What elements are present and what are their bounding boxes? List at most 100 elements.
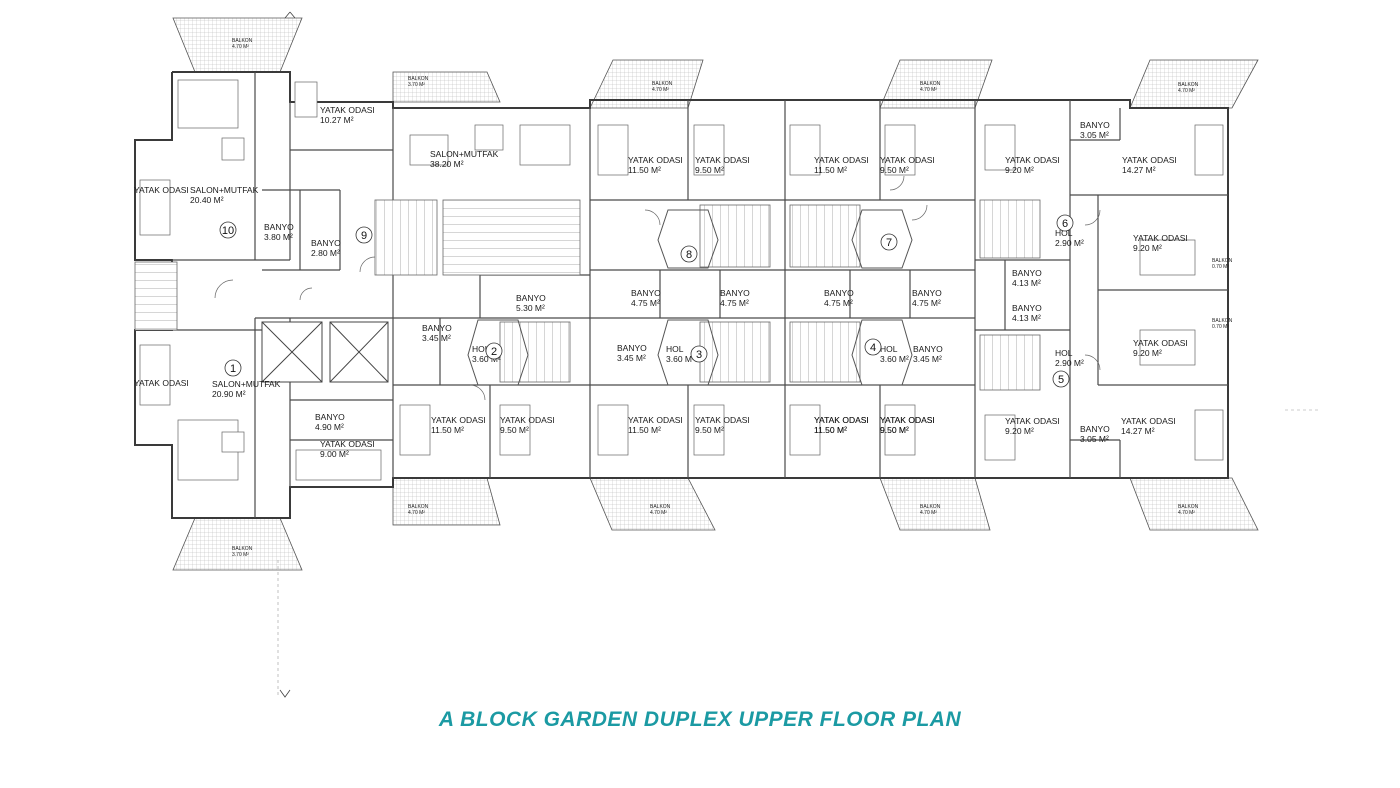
balcony-shape bbox=[589, 59, 704, 109]
balcony-area: 4.70 M² bbox=[232, 44, 249, 50]
room-label: YATAK ODASI bbox=[1133, 233, 1188, 243]
room-label: BANYO bbox=[617, 343, 647, 353]
furniture bbox=[139, 79, 1224, 481]
room-label: SALON+MUTFAK bbox=[430, 149, 499, 159]
room-label: BANYO bbox=[912, 288, 942, 298]
room-area: 14.27 M² bbox=[1122, 165, 1156, 175]
room-label: YATAK ODASI bbox=[814, 415, 869, 425]
plan-title: A BLOCK GARDEN DUPLEX UPPER FLOOR PLAN bbox=[438, 708, 962, 731]
balcony-label: BALKON bbox=[652, 81, 673, 87]
room-label: HOL bbox=[666, 344, 684, 354]
balcony-area: 3.70 M² bbox=[408, 82, 425, 88]
room-area: 9.50 M² bbox=[880, 425, 909, 435]
balcony-label: BALKON bbox=[920, 504, 941, 510]
unit-marker-circle bbox=[1056, 214, 1074, 232]
stairwell bbox=[979, 199, 1041, 259]
unit-marker-circle bbox=[864, 338, 882, 356]
balcony-label: BALKON bbox=[650, 504, 671, 510]
room-area: 11.50 M² bbox=[814, 425, 847, 435]
room-label: YATAK ODASI bbox=[1122, 155, 1177, 165]
balcony-area: 3.70 M² bbox=[232, 552, 249, 558]
unit-number: 10 bbox=[222, 225, 234, 237]
room-label: YATAK ODASI bbox=[320, 439, 375, 449]
room-area: 9.20 M² bbox=[1005, 165, 1034, 175]
room-label: YATAK ODASI bbox=[500, 415, 555, 425]
room-label: BANYO bbox=[311, 238, 341, 248]
room-area: 3.60 M² bbox=[472, 354, 501, 364]
room-area: 9.20 M² bbox=[1133, 348, 1162, 358]
room-label: BANYO bbox=[516, 293, 546, 303]
elevator-shafts bbox=[261, 321, 389, 383]
room-label: YATAK ODASI bbox=[320, 105, 375, 115]
unit-number: 6 bbox=[1062, 218, 1068, 230]
unit-number: 7 bbox=[886, 237, 892, 249]
room-label: YATAK ODASI bbox=[628, 415, 683, 425]
unit-marker-circle bbox=[880, 233, 898, 251]
balcony-label: BALKON bbox=[920, 81, 941, 87]
room-area: 20.40 M² bbox=[190, 195, 224, 205]
room-area: 9.50 M² bbox=[500, 425, 529, 435]
stairwell bbox=[979, 334, 1041, 391]
room-label: YATAK ODASI bbox=[1005, 155, 1060, 165]
stairwell bbox=[499, 321, 571, 383]
room-label: BANYO bbox=[1080, 424, 1110, 434]
stairwell bbox=[699, 321, 771, 383]
room-area: 3.60 M² bbox=[666, 354, 695, 364]
room-area: 3.05 M² bbox=[1080, 434, 1109, 444]
room-area: 5.30 M² bbox=[516, 303, 545, 313]
balcony-shape bbox=[392, 71, 501, 103]
room-area: 9.50 M² bbox=[695, 425, 724, 435]
unit-number: 1 bbox=[230, 363, 236, 375]
room-area: 20.90 M² bbox=[212, 389, 246, 399]
unit-marker-circle bbox=[224, 359, 242, 377]
compass-icon bbox=[284, 11, 296, 19]
room-area: 4.75 M² bbox=[824, 298, 853, 308]
room-area: 3.80 M² bbox=[264, 232, 293, 242]
room-area: 14.27 M² bbox=[1121, 426, 1155, 436]
north-arrow-icon bbox=[279, 689, 291, 698]
room-area: 11.50 M² bbox=[431, 425, 464, 435]
door-swings bbox=[214, 175, 1101, 401]
room-label: HOL bbox=[880, 344, 898, 354]
room-label: BANYO bbox=[631, 288, 661, 298]
room-area: 2.90 M² bbox=[1055, 238, 1084, 248]
room-label: YATAK ODASI bbox=[1121, 416, 1176, 426]
room-label: YATAK ODASI bbox=[814, 155, 869, 165]
room-area: 11.50 M² bbox=[628, 425, 661, 435]
stairwell bbox=[789, 321, 861, 383]
stairwells bbox=[134, 199, 1041, 391]
room-label: YATAK ODASI bbox=[880, 415, 935, 425]
room-label: BANYO bbox=[264, 222, 294, 232]
unit-marker-circle bbox=[680, 245, 698, 263]
stairwell bbox=[699, 204, 771, 268]
hall-octagons bbox=[467, 209, 913, 386]
unit-marker-circle bbox=[355, 226, 373, 244]
balcony-area: 4.70 M² bbox=[920, 510, 937, 516]
room-label: YATAK ODASI bbox=[695, 155, 750, 165]
balcony-label: BALKON bbox=[408, 76, 429, 82]
room-label: BANYO bbox=[1012, 268, 1042, 278]
balcony-area: 4.70 M² bbox=[652, 87, 669, 93]
room-area: 3.45 M² bbox=[617, 353, 646, 363]
balcony-label: BALKON bbox=[232, 546, 253, 552]
room-area: 38.20 M² bbox=[430, 159, 464, 169]
unit-number: 5 bbox=[1058, 374, 1064, 386]
room-area: 4.90 M² bbox=[315, 422, 344, 432]
room-label: YATAK ODASI bbox=[880, 155, 935, 165]
room-area: 3.05 M² bbox=[1080, 130, 1109, 140]
room-area: 9.50 M² bbox=[880, 425, 909, 435]
room-area: 9.50 M² bbox=[880, 165, 909, 175]
balcony-area: 0.70 M² bbox=[1212, 324, 1229, 330]
unit-number: 4 bbox=[870, 342, 876, 354]
room-label: HOL bbox=[1055, 348, 1073, 358]
room-area: 4.75 M² bbox=[720, 298, 749, 308]
room-area: 9.20 M² bbox=[1133, 243, 1162, 253]
room-label: SALON+MUTFAK bbox=[190, 185, 259, 195]
room-label: YATAK ODASI bbox=[1005, 416, 1060, 426]
room-area: 2.80 M² bbox=[311, 248, 340, 258]
room-label: YATAK ODASI bbox=[880, 415, 935, 425]
unit-marker-circle bbox=[690, 345, 708, 363]
